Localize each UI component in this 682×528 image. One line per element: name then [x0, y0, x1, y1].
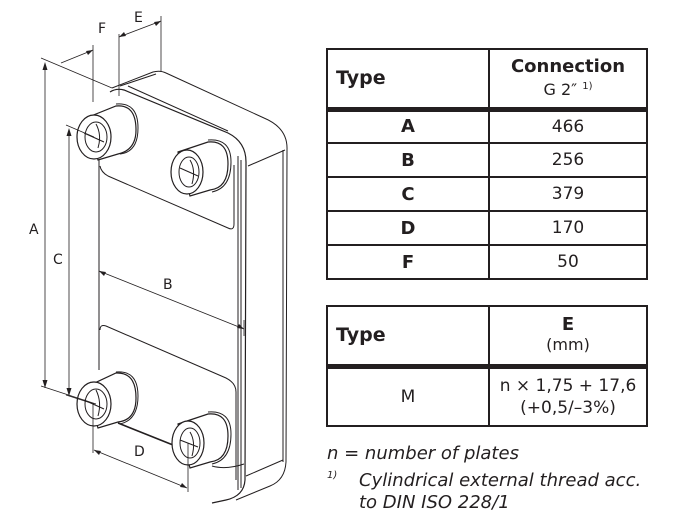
e-header-unit: (mm): [546, 335, 590, 355]
n-definition: n = number of plates: [327, 443, 519, 464]
table-row: M n × 1,75 + 17,6 (+0,5/–3%): [326, 365, 648, 427]
e-dimension-table: Type E (mm) M n × 1,75 + 17,6 (+0,5/–3%): [326, 305, 648, 427]
dimension-label-f: F: [98, 21, 106, 37]
connection-header: Connection G 2″ 1): [488, 48, 648, 112]
port-top-left: [76, 103, 139, 161]
connection-subheader: G 2″ 1): [490, 77, 646, 100]
table-row: A 466: [326, 108, 648, 144]
e-formula: n × 1,75 + 17,6: [499, 375, 637, 396]
table-row: C 379: [326, 176, 648, 212]
dimension-a: A: [29, 57, 113, 405]
footnote-ref: 1): [582, 80, 593, 92]
row-type: M: [326, 365, 490, 427]
e-tolerance: (+0,5/–3%): [520, 397, 616, 418]
footnote: 1) Cylindrical external thread acc.: [327, 465, 641, 492]
row-value: 50: [488, 244, 648, 280]
row-value: 379: [488, 176, 648, 212]
port-bottom-left: [76, 371, 139, 429]
e-header: E (mm): [488, 305, 648, 369]
dimension-label-a: A: [29, 222, 39, 238]
row-type: F: [326, 244, 490, 280]
table-row: D 170: [326, 210, 648, 246]
heat-exchanger-drawing: A C B D F E: [29, 10, 288, 504]
dimension-label-c: C: [53, 252, 63, 268]
table-header-row: Type E (mm): [326, 305, 648, 369]
row-value: 170: [488, 210, 648, 246]
table-row: F 50: [326, 244, 648, 280]
notes: n = number of plates 1) Cylindrical exter…: [327, 443, 641, 514]
footnote-mark: 1): [327, 470, 338, 481]
dimension-label-e: E: [134, 10, 143, 26]
dimension-c: C: [53, 124, 95, 405]
row-value: 256: [488, 142, 648, 178]
type-header: Type: [326, 48, 490, 112]
table-header-row: Type Connection G 2″ 1): [326, 48, 648, 112]
dimension-d: D: [92, 404, 189, 492]
footnote-line2: to DIN ISO 228/1: [359, 492, 510, 513]
port-top-right: [170, 139, 232, 197]
connection-table: Type Connection G 2″ 1) A 466 B 256 C 37…: [326, 48, 648, 280]
table-row: B 256: [326, 142, 648, 178]
row-type: A: [326, 108, 490, 144]
dimension-f: F: [60, 20, 162, 102]
footnote-line1: Cylindrical external thread acc.: [359, 470, 642, 491]
dimension-label-b: B: [163, 277, 173, 293]
type-header: Type: [326, 305, 490, 369]
e-header-label: E: [561, 314, 575, 336]
row-value: 466: [488, 108, 648, 144]
exchanger-body: [98, 70, 288, 504]
dimension-e: E: [134, 10, 162, 72]
connection-header-label: Connection: [510, 55, 626, 77]
row-type: D: [326, 210, 490, 246]
row-type: B: [326, 142, 490, 178]
port-link-line: [117, 422, 179, 448]
thread-size: G 2″: [543, 79, 578, 99]
row-type: C: [326, 176, 490, 212]
dimension-b: B: [98, 270, 245, 336]
dimension-label-d: D: [134, 444, 145, 460]
row-value: n × 1,75 + 17,6 (+0,5/–3%): [488, 365, 648, 427]
